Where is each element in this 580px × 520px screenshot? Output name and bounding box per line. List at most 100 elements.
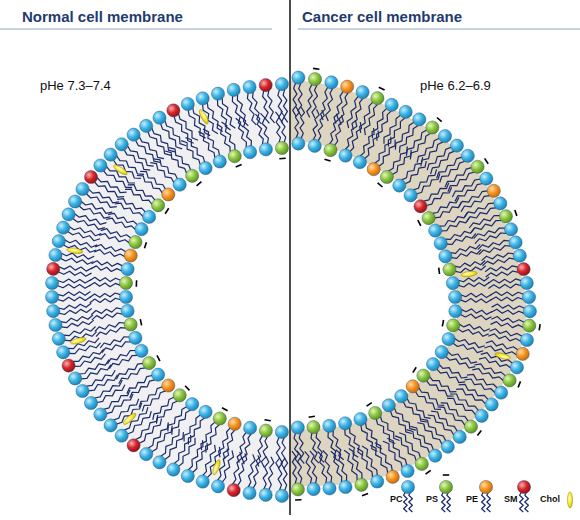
lipid-head bbox=[196, 475, 209, 488]
lipid-tail bbox=[450, 244, 480, 253]
lipid-tail bbox=[489, 329, 522, 337]
lipid-head bbox=[143, 357, 156, 370]
lipid-head bbox=[513, 249, 526, 262]
negative-charge bbox=[515, 210, 517, 216]
lipid-head bbox=[291, 483, 304, 496]
lipid-head bbox=[517, 480, 530, 493]
lipid-tail bbox=[263, 91, 270, 124]
lipid-tail bbox=[73, 219, 105, 230]
lipid-tail bbox=[127, 376, 152, 394]
lipid-tail bbox=[416, 392, 442, 410]
negative-charge bbox=[136, 280, 138, 286]
lipid-tail bbox=[379, 140, 395, 167]
lipid-tail bbox=[404, 492, 408, 512]
lipid-tail bbox=[179, 438, 196, 467]
lipid-tail bbox=[459, 191, 488, 207]
lipid-head bbox=[186, 398, 199, 411]
cholesterol bbox=[461, 270, 478, 277]
lipid-head bbox=[399, 105, 412, 118]
lipid-head bbox=[367, 163, 380, 176]
lipid-tail bbox=[79, 206, 110, 218]
lipid-head bbox=[153, 456, 166, 469]
cholesterol bbox=[67, 247, 84, 255]
lipid-tail bbox=[491, 322, 524, 328]
legend-text: Chol bbox=[540, 494, 560, 504]
lipid-head bbox=[485, 398, 498, 411]
lipid-head bbox=[523, 319, 536, 332]
lipid-tail bbox=[479, 246, 511, 255]
lipid-tail bbox=[94, 250, 125, 257]
lipid-head bbox=[450, 139, 463, 152]
lipid-head bbox=[121, 304, 134, 317]
header-rule bbox=[298, 29, 580, 30]
lipid-tail bbox=[458, 329, 489, 336]
lipid-head bbox=[380, 170, 393, 183]
lipid-tail bbox=[184, 415, 200, 442]
lipid-tail bbox=[139, 419, 161, 444]
lipid-tail bbox=[91, 308, 122, 315]
negative-charge bbox=[426, 470, 431, 474]
lipid-head bbox=[275, 141, 288, 154]
negative-charge bbox=[362, 494, 368, 496]
lipid-tail bbox=[241, 117, 252, 146]
lipid-tail bbox=[58, 297, 91, 301]
lipid-tail bbox=[491, 309, 524, 314]
lipid-head bbox=[167, 104, 180, 117]
lipid-head bbox=[47, 262, 60, 275]
negative-charge bbox=[438, 268, 440, 274]
lipid-tail bbox=[316, 432, 324, 462]
lipid-tail bbox=[75, 354, 106, 366]
lipid-head bbox=[167, 463, 180, 476]
lipid-tail bbox=[474, 364, 505, 376]
lipid-tail bbox=[486, 341, 518, 350]
lipid-tail bbox=[292, 451, 297, 484]
lipid-tail bbox=[491, 317, 524, 323]
lipid-head bbox=[57, 221, 70, 234]
legend-icon bbox=[517, 480, 530, 512]
lipid-tail bbox=[61, 253, 94, 259]
lipid-tail bbox=[136, 415, 158, 440]
lipid-tail bbox=[222, 122, 236, 150]
lipid-extras bbox=[136, 158, 285, 421]
lipid-tail bbox=[429, 376, 456, 392]
lipid-tail bbox=[95, 182, 125, 197]
lipid-tail bbox=[293, 83, 297, 116]
lipid-head bbox=[308, 139, 321, 152]
cholesterol bbox=[198, 109, 210, 126]
lipid-tail bbox=[90, 277, 121, 281]
lipid-head bbox=[213, 412, 226, 425]
lipid-tail bbox=[206, 425, 220, 453]
lipid-tail bbox=[59, 309, 92, 315]
lipid-head bbox=[443, 263, 456, 276]
lipid-head bbox=[434, 237, 447, 250]
lipid-tail bbox=[345, 120, 357, 149]
lipid-head bbox=[173, 178, 186, 191]
lipid-head bbox=[441, 440, 454, 453]
lipid-head bbox=[115, 138, 128, 151]
lipid-head bbox=[523, 305, 536, 318]
lipid-head bbox=[429, 224, 442, 237]
lipid-head bbox=[127, 128, 140, 141]
lipid-tail bbox=[427, 381, 454, 396]
lipid-tail bbox=[165, 432, 184, 459]
lipid-tail bbox=[456, 389, 486, 404]
lipid-tail bbox=[161, 124, 182, 149]
lipid-head bbox=[104, 148, 117, 161]
lipid-tail bbox=[61, 315, 93, 323]
lipid-tail bbox=[95, 323, 125, 332]
divider-line bbox=[289, 0, 291, 515]
lipid-head bbox=[439, 480, 452, 493]
lipid-head bbox=[371, 92, 384, 105]
lipid-tail bbox=[276, 112, 281, 143]
lipid-head bbox=[503, 374, 516, 387]
negative-charge bbox=[442, 320, 443, 326]
legend-text: PE bbox=[466, 494, 478, 504]
lipid-tail bbox=[198, 132, 215, 158]
lipid-tail bbox=[432, 197, 459, 213]
lipid-head bbox=[323, 419, 336, 432]
lipid-tail bbox=[186, 138, 205, 163]
legend-icon bbox=[567, 492, 572, 508]
lipid-tail bbox=[153, 397, 174, 420]
lipid-head bbox=[385, 98, 398, 111]
lipid-head bbox=[227, 83, 240, 96]
